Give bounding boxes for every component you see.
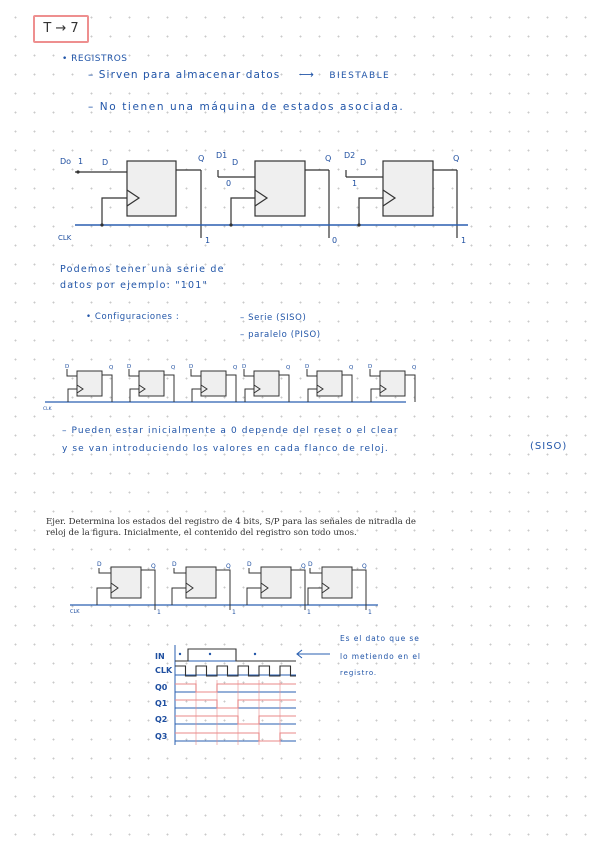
- output-bit: 1: [205, 236, 210, 245]
- q-label: Q: [453, 154, 459, 163]
- note-2-line-2: y se van introduciendo los valores en ca…: [62, 444, 389, 454]
- d-label: D: [127, 364, 131, 370]
- clk-label: CLK: [43, 406, 53, 412]
- output-bit: 0: [332, 236, 337, 245]
- note-1-line-1: Podemos tener una serie de: [60, 264, 225, 275]
- q-label: Q: [171, 365, 176, 371]
- exercise-line-2: reloj de la figura. Inicialmente, el con…: [46, 528, 357, 538]
- d-label: D: [97, 561, 102, 568]
- output-bit: 1: [368, 609, 372, 616]
- d-label: D: [102, 158, 108, 167]
- output-bit: 1: [157, 609, 161, 616]
- flip-flop: [379, 370, 406, 397]
- config-label: • Configuraciones :: [86, 312, 180, 322]
- signal-label-4: Q2: [155, 715, 167, 724]
- signal-q3: [175, 732, 296, 742]
- timing-note-line-2: lo metiendo en el: [340, 652, 421, 661]
- line1-target: BIESTABLE: [329, 71, 391, 81]
- flip-flop: [110, 566, 142, 599]
- config-paralelo: – paralelo (PISO): [240, 330, 321, 340]
- output-bit: 1: [461, 236, 466, 245]
- input-d2-bit: 1: [352, 179, 357, 188]
- q-label: Q: [286, 365, 291, 371]
- q-label: Q: [151, 563, 156, 570]
- q-label: Q: [362, 563, 367, 570]
- signal-clk: [175, 665, 296, 677]
- signal-label-5: Q3: [155, 732, 167, 741]
- line1-text: – Sirven para almacenar datos: [88, 69, 281, 81]
- q-label: Q: [233, 365, 238, 371]
- signal-q0: [175, 683, 296, 693]
- clk-label: CLK: [70, 609, 80, 615]
- timing-note-line-1: Es el dato que se: [340, 634, 420, 643]
- d-label: D: [308, 561, 313, 568]
- d-label: D: [65, 364, 69, 370]
- d-label: D: [242, 364, 246, 370]
- flip-flop: [185, 566, 217, 599]
- q-label: Q: [412, 365, 417, 371]
- exercise-line-1: Ejer. Determina los estados del registro…: [46, 517, 417, 527]
- flip-flop-1: [126, 160, 177, 217]
- flip-flop: [316, 370, 343, 397]
- signal-label-3: Q1: [155, 699, 168, 708]
- input-d1-bit: 0: [226, 179, 231, 188]
- q-label: Q: [109, 365, 114, 371]
- note-2-line-1: – Pueden estar inicialmente a 0 depende …: [62, 426, 399, 436]
- flip-flop-2: [254, 160, 306, 217]
- d-label: D: [232, 158, 238, 167]
- q-label: Q: [198, 154, 204, 163]
- output-bit: 1: [307, 609, 311, 616]
- d-label: D: [189, 364, 193, 370]
- arrow-right-icon: ⟶: [298, 69, 315, 81]
- input-d0-label: Do: [60, 157, 71, 166]
- input-d2-label: D2: [344, 151, 355, 160]
- d-label: D: [360, 158, 366, 167]
- flip-flop: [76, 370, 103, 397]
- signal-in: [175, 648, 296, 662]
- section-heading: • REGISTROS: [62, 54, 128, 64]
- q-label: Q: [325, 154, 331, 163]
- flip-flop: [138, 370, 165, 397]
- q-label: Q: [226, 563, 231, 570]
- input-d1-label: D1: [216, 151, 227, 160]
- note-2-tag: (SISO): [530, 441, 568, 452]
- signal-q1: [175, 699, 296, 709]
- d-label: D: [305, 364, 309, 370]
- q-label: Q: [301, 563, 306, 570]
- d-label: D: [368, 364, 372, 370]
- flip-flop: [260, 566, 292, 599]
- signal-q2: [175, 715, 296, 725]
- clk-label: CLK: [58, 234, 72, 242]
- flip-flop-3: [382, 160, 434, 217]
- d-label: D: [172, 561, 177, 568]
- registros-line-1: – Sirven para almacenar datos ⟶ BIESTABL…: [88, 69, 390, 81]
- input-d0-bit: 1: [78, 157, 83, 166]
- registros-line-2: – No tienen una máquina de estados asoci…: [88, 101, 405, 113]
- config-serie: – Serie (SISO): [240, 313, 307, 323]
- flip-flop: [200, 370, 227, 397]
- flip-flop: [321, 566, 353, 599]
- output-bit: 1: [232, 609, 236, 616]
- flip-flop: [253, 370, 280, 397]
- signal-label-2: Q0: [155, 683, 168, 692]
- timing-note-line-3: registro.: [340, 669, 378, 677]
- d-label: D: [247, 561, 252, 568]
- q-label: Q: [349, 365, 354, 371]
- signal-label-1: CLK: [155, 666, 173, 675]
- signal-label-0: IN: [155, 652, 165, 661]
- page-title: T → 7: [33, 15, 89, 43]
- note-1-line-2: datos por ejemplo: "101": [60, 280, 209, 291]
